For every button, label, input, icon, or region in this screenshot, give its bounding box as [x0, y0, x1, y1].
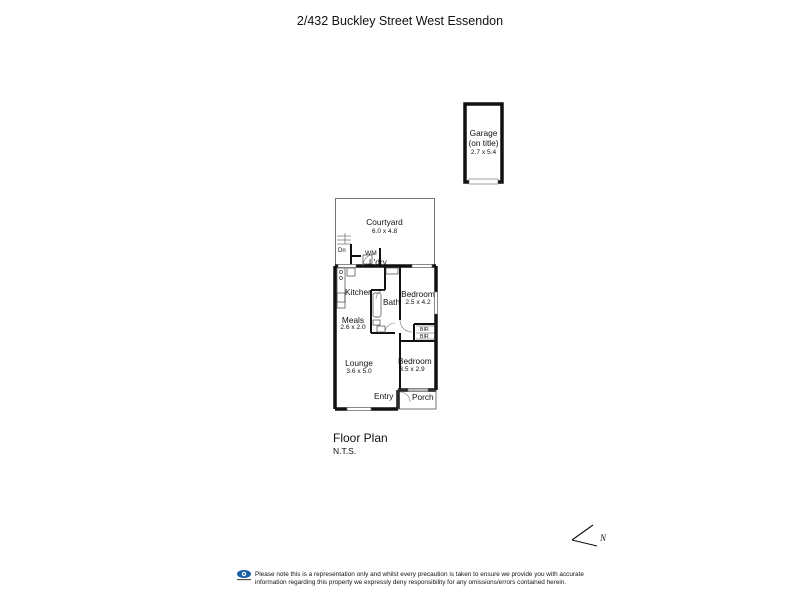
- bedroom-1-dims: 2.5 x 4.2: [405, 299, 431, 306]
- laundry-walls: [350, 244, 381, 266]
- courtyard-dims: 6.0 x 4.8: [371, 228, 398, 235]
- porch-label: Porch: [412, 392, 434, 402]
- north-arrow-icon: [571, 524, 598, 547]
- lounge-dims: 3.6 x 5.0: [346, 368, 372, 375]
- laundry-label: L'dry: [369, 257, 387, 267]
- bedroom-1-label: Bedroom: [401, 289, 435, 299]
- scale-note: N.T.S.: [333, 446, 357, 456]
- porch-outline: [397, 389, 437, 410]
- courtyard-label: Courtyard: [366, 217, 403, 227]
- bir-shelves: [416, 325, 434, 340]
- page-title: 2/432 Buckley Street West Essendon: [296, 14, 504, 28]
- disclaimer-text: Please note this is a representation onl…: [255, 571, 584, 586]
- bedroom-2-label: Bedroom: [398, 356, 432, 366]
- kitchen-label: Kitchen: [345, 287, 373, 297]
- floor-plan-caption: Floor Plan: [333, 431, 388, 445]
- bath-label: Bath: [383, 297, 401, 307]
- lounge-label: Lounge: [345, 358, 373, 368]
- kitchen-fittings: [336, 267, 356, 309]
- courtyard-steps: [337, 233, 351, 245]
- bedroom-2-dims: 3.5 x 2.9: [399, 366, 425, 373]
- entry-label: Entry: [374, 391, 394, 401]
- bir-label-2: BIR: [420, 334, 429, 340]
- garage-sublabel: (on title): [468, 138, 499, 148]
- garage-door: [468, 178, 499, 185]
- eye-logo-icon: [237, 570, 251, 581]
- laundry-tub: [362, 254, 373, 265]
- garage-label: Garage: [469, 128, 498, 138]
- door-swings: [362, 253, 413, 403]
- meals-label: Meals: [341, 315, 365, 325]
- stairs-down-label: Dn: [338, 248, 346, 254]
- meals-dims: 2.6 x 2.0: [340, 324, 366, 331]
- bir-label-1: BIR: [420, 327, 429, 333]
- washing-machine-label: WM: [365, 250, 377, 257]
- north-label: N: [600, 533, 607, 543]
- garage-dims: 2.7 x 5.4: [470, 149, 497, 156]
- bath-fittings: [372, 267, 399, 333]
